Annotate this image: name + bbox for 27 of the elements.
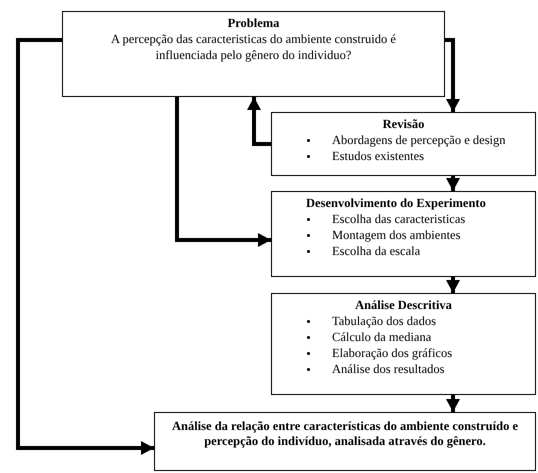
arrow (247, 97, 271, 146)
box-heading: Problema (228, 15, 280, 31)
box-text: Análise da relação entre características do ambiente construído e percepção do indivíduo, analisada através do gênero. (170, 419, 519, 449)
box-heading: Análise Descritiva (355, 297, 452, 313)
arrow (446, 395, 460, 412)
process-box (271, 191, 536, 277)
process-box (62, 11, 445, 97)
process-box (271, 112, 536, 176)
bullet-item: Montagem dos ambientes (332, 227, 460, 243)
process-box (271, 293, 536, 395)
box-text: A percepção das caracteristicas do ambiente construido é influenciada pelo gênero do individuo? (110, 31, 397, 63)
bullet-item: Abordagens de percepção e design (332, 132, 506, 148)
bullet-item: Elaboração dos gráficos (332, 345, 452, 361)
box-heading: Desenvolvimento do Experimento (306, 195, 486, 211)
box-heading: Revisão (382, 116, 424, 132)
bullet-item: Análise dos resultados (332, 361, 444, 377)
arrow (175, 97, 271, 247)
arrow (446, 176, 460, 191)
bullet-item: Estudos existentes (332, 148, 424, 164)
bullet-item: Escolha da escala (332, 243, 420, 259)
bullet-item: Escolha das caracteristicas (332, 211, 466, 227)
arrow (446, 277, 460, 293)
arrow (16, 38, 154, 455)
arrow (445, 38, 460, 112)
bullet-item: Cálculo da mediana (332, 329, 432, 345)
bullet-item: Tabulação dos dados (332, 313, 436, 329)
process-box (154, 412, 536, 471)
